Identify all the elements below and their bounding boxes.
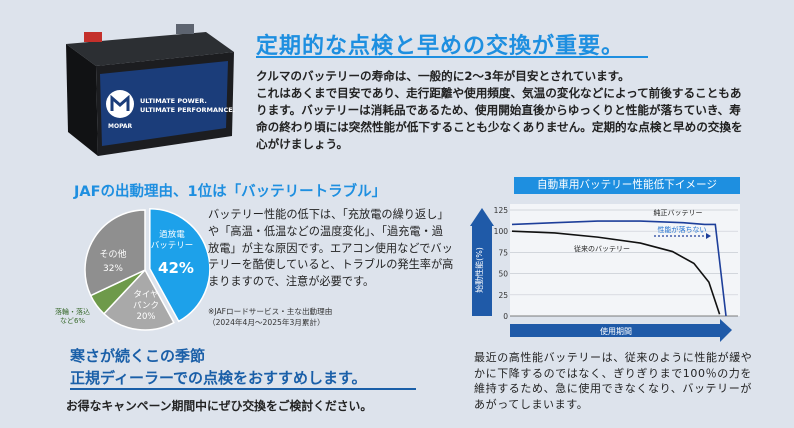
y-axis-label: 始動性能(%) bbox=[474, 247, 484, 293]
pie-chart: 過放電 バッテリー 42% その他 32% タイヤ パンク 20% bbox=[84, 208, 210, 331]
battery-slogan-2: ULTIMATE PERFORMANCE. bbox=[140, 106, 235, 114]
annotation-arrowhead bbox=[706, 233, 711, 239]
pie-label-battery-1: 過放電 bbox=[159, 229, 185, 240]
intro-text: クルマのバッテリーの寿命は、一般的に2〜3年が目安とされています。 これはあくま… bbox=[256, 68, 752, 153]
y-tick-label: 0 bbox=[503, 312, 508, 321]
pie-label-drop-2: など bbox=[59, 317, 74, 325]
y-tick-label: 100 bbox=[494, 227, 509, 236]
chart-description: 最近の高性能バッテリーは、従来のように性能が緩やかに下降するのではなく、ぎりぎり… bbox=[474, 351, 753, 411]
jaf-note-1: ※JAFロードサービス・主な出動理由 bbox=[208, 307, 333, 316]
pie-label-battery-2: バッテリー bbox=[151, 241, 194, 251]
recommend-line-3: お得なキャンペーン期間中にぜひ交換をご検討ください。 bbox=[66, 399, 373, 413]
chart-annotation: 性能が落ちない bbox=[658, 225, 707, 234]
chart-title: 自動車用バッテリー性能低下イメージ bbox=[514, 177, 740, 194]
pie-slice bbox=[102, 268, 175, 331]
series-line-genuine bbox=[511, 220, 727, 317]
x-axis-label: 使用期間 bbox=[600, 326, 632, 336]
battery-brand: MOPAR bbox=[108, 123, 133, 130]
series-label-conventional: 従来のバッテリー bbox=[574, 244, 630, 253]
main-heading: 定期的な点検と早めの交換が重要。 bbox=[256, 34, 625, 59]
pie-slice bbox=[84, 209, 146, 297]
series-label-genuine: 純正バッテリー bbox=[654, 208, 703, 217]
pie-label-tire-1: タイヤ bbox=[133, 290, 158, 300]
pie-slice bbox=[149, 208, 210, 323]
heading-underline bbox=[256, 56, 648, 58]
y-tick-label: 50 bbox=[498, 270, 508, 279]
performance-chart: 125 100 75 50 25 0 始動性能(%) 使用期間 純正バッテリー 従来のバッ… bbox=[470, 204, 740, 342]
pie-small-label: 落輪・落込 など6% bbox=[55, 308, 90, 326]
pie-value-battery: 42% bbox=[158, 259, 194, 277]
recommend-line-1: 寒さが続くこの季節 bbox=[70, 347, 206, 365]
y-tick-label: 75 bbox=[498, 248, 508, 257]
battery-slogan-1: ULTIMATE POWER. bbox=[140, 97, 207, 105]
pie-label-tire-2: パンク bbox=[133, 301, 159, 311]
intro-line-1: クルマのバッテリーの寿命は、一般的に2〜3年が目安とされています。 bbox=[256, 69, 630, 83]
y-tick-label: 25 bbox=[498, 291, 508, 300]
series-line-conventional bbox=[511, 230, 721, 315]
pie-label-drop-1: 落輪・落込 bbox=[55, 308, 90, 316]
intro-line-2: これはあくまで目安であり、走行距離や使用頻度、気温の変化などによって前後すること… bbox=[256, 86, 743, 151]
recommend-line-2: 正規ディーラーでの点検をおすすめします。 bbox=[70, 369, 367, 387]
jaf-note: ※JAFロードサービス・主な出動理由 （2024年4月〜2025年3月累計） bbox=[208, 306, 332, 328]
jaf-note-2: （2024年4月〜2025年3月累計） bbox=[208, 318, 325, 327]
pie-label-other: その他 bbox=[99, 248, 126, 260]
recommend-underline bbox=[70, 388, 416, 390]
pie-value-tire: 20% bbox=[137, 312, 156, 322]
pie-value-drop: 6% bbox=[73, 317, 86, 325]
battery-image: ULTIMATE POWER. ULTIMATE PERFORMANCE. MO… bbox=[66, 24, 235, 156]
jaf-body: バッテリー性能の低下は、「充放電の繰り返し」や「高温・低温などの温度変化」、「過… bbox=[208, 208, 454, 289]
pie-value-other: 32% bbox=[103, 264, 123, 274]
jaf-title: JAFの出動理由、1位は「バッテリートラブル」 bbox=[74, 184, 387, 200]
y-tick-label: 125 bbox=[494, 206, 509, 215]
